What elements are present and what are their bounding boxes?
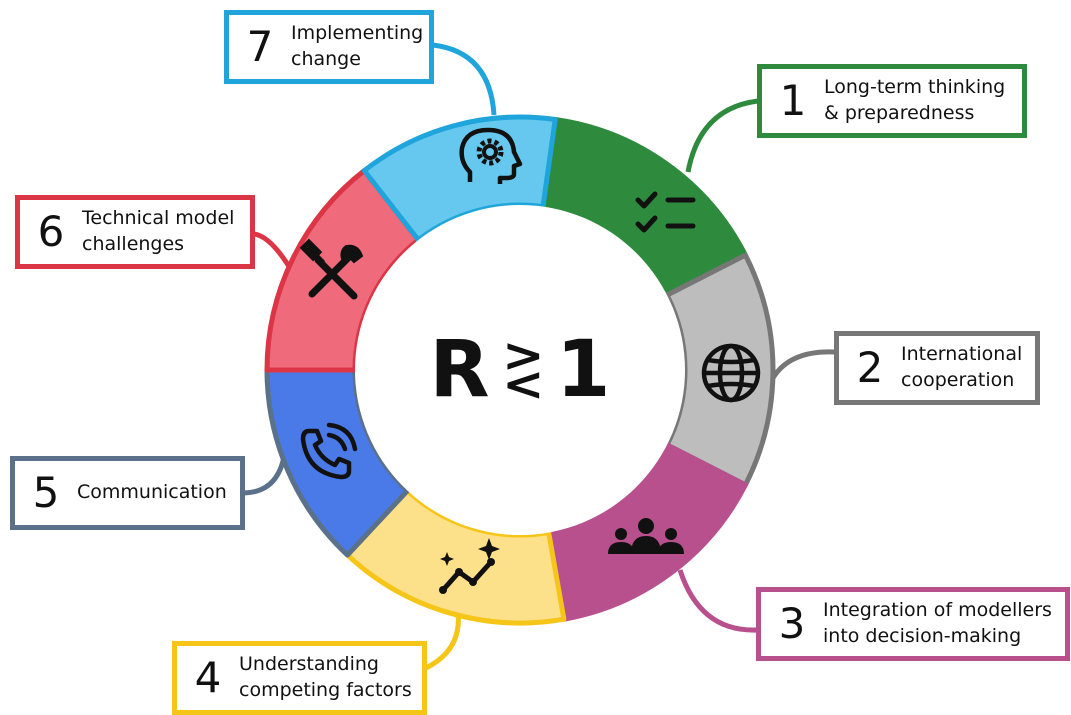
item-7-label: Implementing change (291, 22, 424, 70)
item-1-label: Long-term thinking & preparedness (824, 76, 1006, 124)
connector-6 (253, 231, 293, 270)
item-4-number: 4 (194, 653, 222, 702)
segment-icons (299, 127, 761, 594)
item-4-label: Understanding competing factors (239, 653, 412, 701)
connector-2 (770, 349, 836, 380)
group-icon (608, 518, 684, 554)
head-gear-icon (459, 127, 523, 184)
center-title: R > < 1 (420, 320, 620, 420)
center-right: 1 (556, 325, 611, 415)
box-item-2: 2 International cooperation (834, 331, 1040, 405)
trend-sparkle-icon (439, 538, 500, 594)
box-item-6: 6 Technical model challenges (15, 195, 255, 269)
connector-1 (685, 98, 759, 173)
connectors (243, 42, 836, 671)
item-2-label: International cooperation (901, 343, 1023, 391)
item-3-number: 3 (778, 599, 806, 648)
item-6-number: 6 (37, 207, 65, 256)
item-1-number: 1 (779, 76, 807, 125)
box-item-3: 3 Integration of modellers into decision… (756, 587, 1070, 661)
item-5-label: Communication (77, 481, 227, 504)
item-5-number: 5 (32, 468, 60, 517)
tools-icon (299, 238, 364, 300)
box-item-1: 1 Long-term thinking & preparedness (757, 64, 1027, 138)
item-3-label: Integration of modellers into decision-m… (823, 599, 1052, 647)
connector-5 (243, 449, 288, 496)
item-7-number: 7 (246, 22, 274, 71)
center-symbol: > < (501, 333, 545, 411)
item-6-label: Technical model challenges (82, 207, 235, 255)
center-symbol-bottom: < (501, 357, 545, 411)
phone-icon (300, 422, 358, 480)
checklist-icon (635, 191, 696, 233)
connector-7 (432, 42, 497, 116)
ring-segments (264, 114, 776, 626)
box-item-4: 4 Understanding competing factors (172, 641, 427, 715)
box-item-7: 7 Implementing change (224, 10, 434, 84)
connector-4 (424, 611, 461, 671)
item-2-number: 2 (856, 343, 884, 392)
connector-3 (677, 569, 758, 633)
box-item-5: 5 Communication (10, 456, 245, 530)
center-left: R (429, 325, 490, 415)
globe-icon (701, 343, 761, 403)
center-disc (355, 205, 685, 535)
